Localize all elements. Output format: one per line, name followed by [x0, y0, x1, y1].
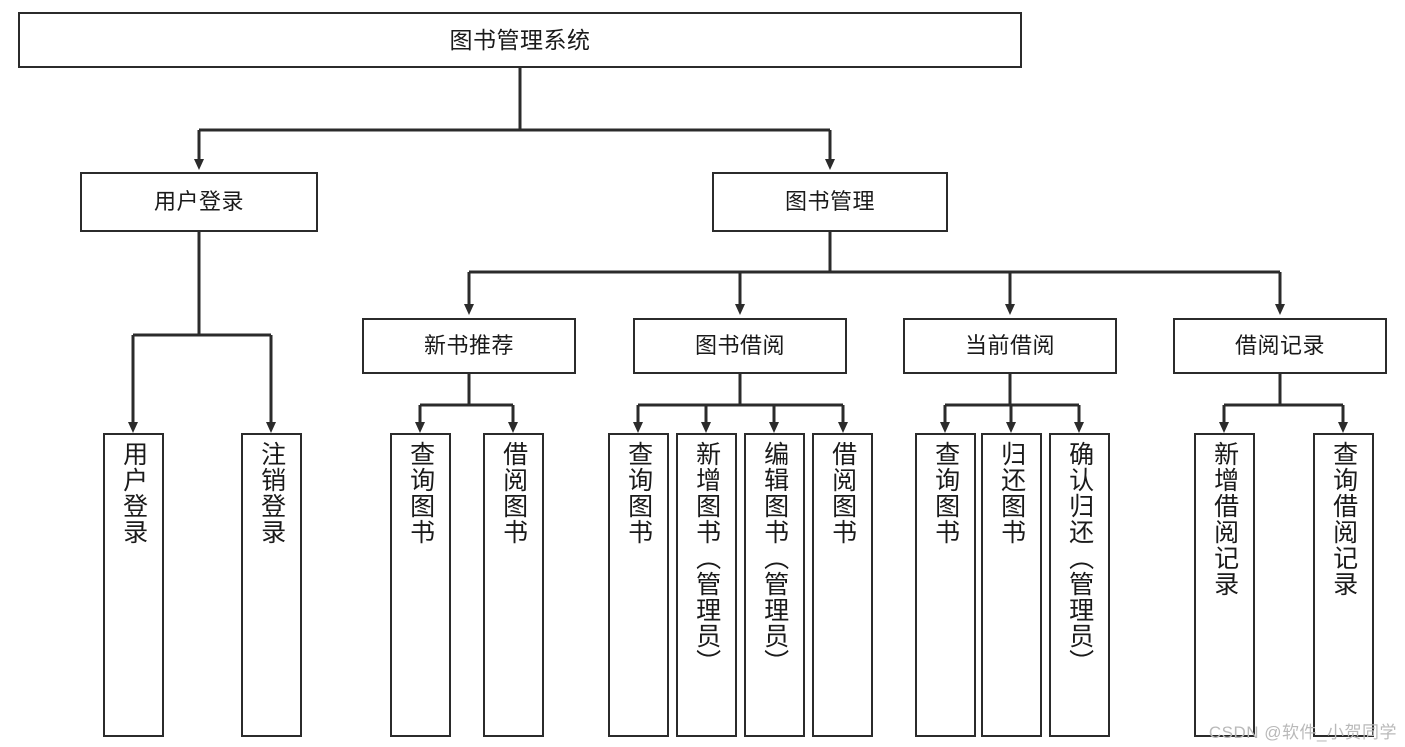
node-label: 查询图书 — [624, 441, 653, 545]
leaf-new-book-query[interactable]: 查询图书 — [390, 433, 451, 737]
node-label: 图书借阅 — [694, 332, 785, 358]
node-label: 当前借阅 — [964, 332, 1055, 358]
node-label: 归还图书 — [997, 441, 1026, 545]
node-label: 查询借阅记录 — [1329, 441, 1358, 597]
node-label: 图书管理系统 — [449, 26, 591, 53]
node-book-management[interactable]: 图书管理 — [712, 172, 948, 232]
leaf-borrow-add-book[interactable]: 新增图书（管理员） — [676, 433, 737, 737]
node-label: 确认归还（管理员） — [1065, 441, 1094, 675]
leaf-current-confirm-return[interactable]: 确认归还（管理员） — [1049, 433, 1110, 737]
leaf-borrow-edit-book[interactable]: 编辑图书（管理员） — [744, 433, 805, 737]
leaf-user-login-login[interactable]: 用户登录 — [103, 433, 164, 737]
leaf-current-return-book[interactable]: 归还图书 — [981, 433, 1042, 737]
node-user-login[interactable]: 用户登录 — [80, 172, 318, 232]
node-label: 借阅图书 — [828, 441, 857, 545]
node-root[interactable]: 图书管理系统 — [18, 12, 1022, 68]
leaf-borrow-borrow-book[interactable]: 借阅图书 — [812, 433, 873, 737]
leaf-record-query[interactable]: 查询借阅记录 — [1313, 433, 1374, 737]
node-label: 查询图书 — [931, 441, 960, 545]
node-label: 借阅图书 — [499, 441, 528, 545]
leaf-current-query-book[interactable]: 查询图书 — [915, 433, 976, 737]
leaf-user-login-logout[interactable]: 注销登录 — [241, 433, 302, 737]
node-label: 用户登录 — [119, 441, 148, 545]
node-label: 借阅记录 — [1234, 332, 1325, 358]
node-book-borrow[interactable]: 图书借阅 — [633, 318, 847, 374]
watermark: CSDN @软件_小贺同学 — [1208, 723, 1397, 742]
node-label: 用户登录 — [153, 188, 244, 214]
node-label: 图书管理 — [784, 188, 875, 214]
leaf-record-add[interactable]: 新增借阅记录 — [1194, 433, 1255, 737]
node-label: 编辑图书（管理员） — [760, 441, 789, 675]
node-label: 新增借阅记录 — [1210, 441, 1239, 597]
node-label: 新增图书（管理员） — [692, 441, 721, 675]
node-label: 查询图书 — [406, 441, 435, 545]
node-current-borrow[interactable]: 当前借阅 — [903, 318, 1117, 374]
leaf-new-book-borrow[interactable]: 借阅图书 — [483, 433, 544, 737]
leaf-borrow-query-book[interactable]: 查询图书 — [608, 433, 669, 737]
node-borrow-record[interactable]: 借阅记录 — [1173, 318, 1387, 374]
node-label: 新书推荐 — [423, 332, 514, 358]
node-label: 注销登录 — [257, 441, 286, 545]
node-new-book-recommend[interactable]: 新书推荐 — [362, 318, 576, 374]
